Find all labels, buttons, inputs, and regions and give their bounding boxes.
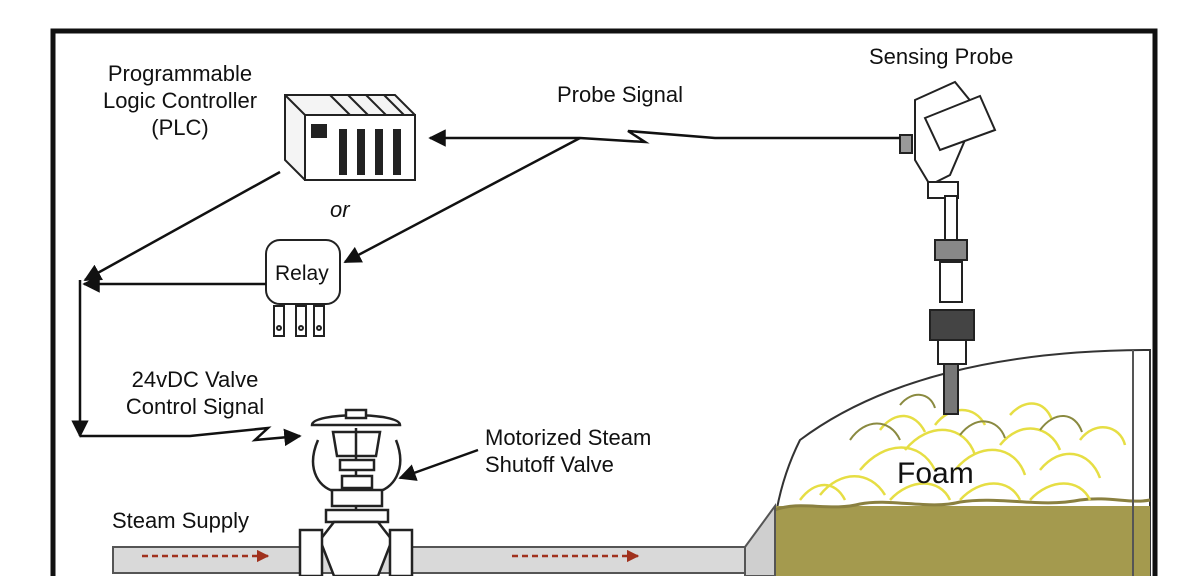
probe-signal-wire [428, 129, 900, 147]
valve-label-line2: Shutoff Valve [485, 452, 614, 477]
valve-signal-label-line2: Control Signal [125, 394, 265, 419]
plc-output-wire [83, 170, 281, 282]
foam-label: Foam [897, 457, 974, 490]
steam-valve-icon [298, 408, 414, 578]
plc-label-line3: (PLC) [151, 115, 209, 140]
plc-label-line1: Programmable [107, 61, 253, 86]
tank-liquid [775, 506, 1150, 576]
sensing-probe-label: Sensing Probe [869, 44, 1014, 69]
probe-to-relay-wire [343, 136, 581, 264]
relay-label: Relay [275, 262, 329, 285]
or-label: or [330, 197, 350, 222]
plc-icon [284, 94, 416, 181]
signal-wires [71, 129, 900, 481]
probe-signal-label: Probe Signal [557, 82, 683, 107]
valve-pointer [398, 448, 479, 481]
diagram-frame [50, 28, 1158, 581]
sensing-probe-icon [899, 80, 997, 415]
steam-pipe [112, 502, 776, 577]
relay-icon [265, 239, 341, 337]
foam [799, 402, 1127, 501]
valve-signal-label-line1: 24vDC Valve [131, 367, 259, 392]
tank [774, 348, 1151, 577]
plc-label-line2: Logic Controller [102, 88, 258, 113]
steam-supply-label: Steam Supply [112, 508, 249, 533]
valve-control-wire [80, 426, 302, 447]
valve-label-line1: Motorized Steam [485, 425, 652, 450]
